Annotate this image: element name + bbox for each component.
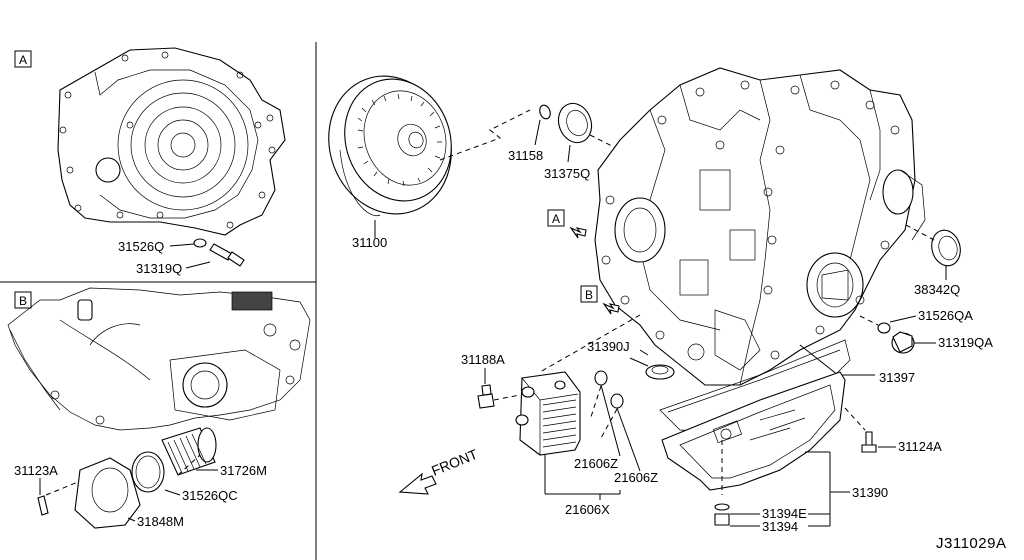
bolt-31188a: 31188A bbox=[461, 352, 521, 409]
label-21606z-a: 21606Z bbox=[574, 456, 618, 471]
label-31394: 31394 bbox=[762, 519, 798, 534]
inset-a-tag-box bbox=[14, 50, 32, 68]
front-direction-indicator: FRONT bbox=[398, 446, 480, 495]
inset-b: B 31123A 31726M bbox=[7, 287, 311, 529]
washer-31526q bbox=[193, 238, 207, 248]
label-31188a: 31188A bbox=[461, 352, 505, 367]
drain-plug-31394 bbox=[714, 513, 730, 526]
o-ring-31158: 31158 bbox=[508, 104, 551, 163]
label-31526qa: 31526QA bbox=[918, 308, 973, 323]
label-31394e: 31394E bbox=[762, 506, 807, 521]
oil-pan-31390: 31390 bbox=[661, 371, 888, 526]
label-31848m: 31848M bbox=[137, 514, 184, 529]
front-label: FRONT bbox=[429, 446, 480, 479]
oil-cooler-21606x: 21606X bbox=[515, 371, 621, 517]
bolt-31123a bbox=[37, 495, 49, 516]
label-31123a: 31123A bbox=[14, 463, 58, 478]
label-31158: 31158 bbox=[508, 148, 543, 163]
label-31124a: 31124A bbox=[898, 439, 942, 454]
label-31375q: 31375Q bbox=[544, 166, 590, 181]
seal-38342q: 38342Q bbox=[905, 224, 961, 297]
pointer-a: A bbox=[547, 209, 587, 239]
filter-assembly bbox=[37, 427, 217, 529]
inset-a-tag: A bbox=[19, 53, 27, 67]
converter-fin-marks bbox=[357, 93, 442, 187]
washer-31394e bbox=[714, 503, 730, 511]
torque-converter-31100: 31100 bbox=[328, 75, 452, 250]
label-21606x: 21606X bbox=[565, 502, 610, 517]
seal-31375q: 31375Q bbox=[544, 102, 593, 181]
label-31526qc: 31526QC bbox=[182, 488, 238, 503]
washer-31526qa: 31526QA bbox=[859, 308, 973, 334]
plug-31319qa: 31319QA bbox=[891, 331, 993, 354]
label-31397: 31397 bbox=[879, 370, 915, 385]
pointer-b: B bbox=[580, 285, 620, 315]
pointer-b-tag: B bbox=[585, 288, 593, 302]
front-arrow-icon bbox=[398, 472, 437, 495]
inset-a: A bbox=[14, 47, 286, 276]
label-31390: 31390 bbox=[852, 485, 888, 500]
transmission-housing bbox=[594, 67, 926, 386]
inset-b-tag: B bbox=[19, 294, 27, 308]
label-31100: 31100 bbox=[352, 235, 387, 250]
o-ring-31526qc bbox=[131, 451, 165, 493]
o-rings-21606z: 21606Z 21606Z bbox=[574, 370, 658, 485]
label-21606z-b: 21606Z bbox=[614, 470, 658, 485]
housing-bolt-holes-a bbox=[59, 51, 276, 229]
label-31526q: 31526Q bbox=[118, 239, 164, 254]
pointer-a-tag: A bbox=[552, 212, 560, 226]
bolt-31124a: 31124A bbox=[844, 407, 942, 454]
washer-31390j: 31390J bbox=[587, 339, 675, 380]
label-31319q: 31319Q bbox=[136, 261, 182, 276]
housing-bolts-main bbox=[601, 80, 900, 360]
drain-plug-assembly: 31394E 31394 bbox=[714, 503, 830, 534]
frame-lines bbox=[0, 42, 317, 560]
label-31726m: 31726M bbox=[220, 463, 267, 478]
label-38342q: 38342Q bbox=[914, 282, 960, 297]
inset-b-tag-box bbox=[14, 291, 32, 309]
diagram-reference-code: J311029A bbox=[936, 535, 1006, 552]
label-31390j: 31390J bbox=[587, 339, 630, 354]
housing-outline-b bbox=[7, 287, 311, 431]
label-31319qa: 31319QA bbox=[938, 335, 993, 350]
